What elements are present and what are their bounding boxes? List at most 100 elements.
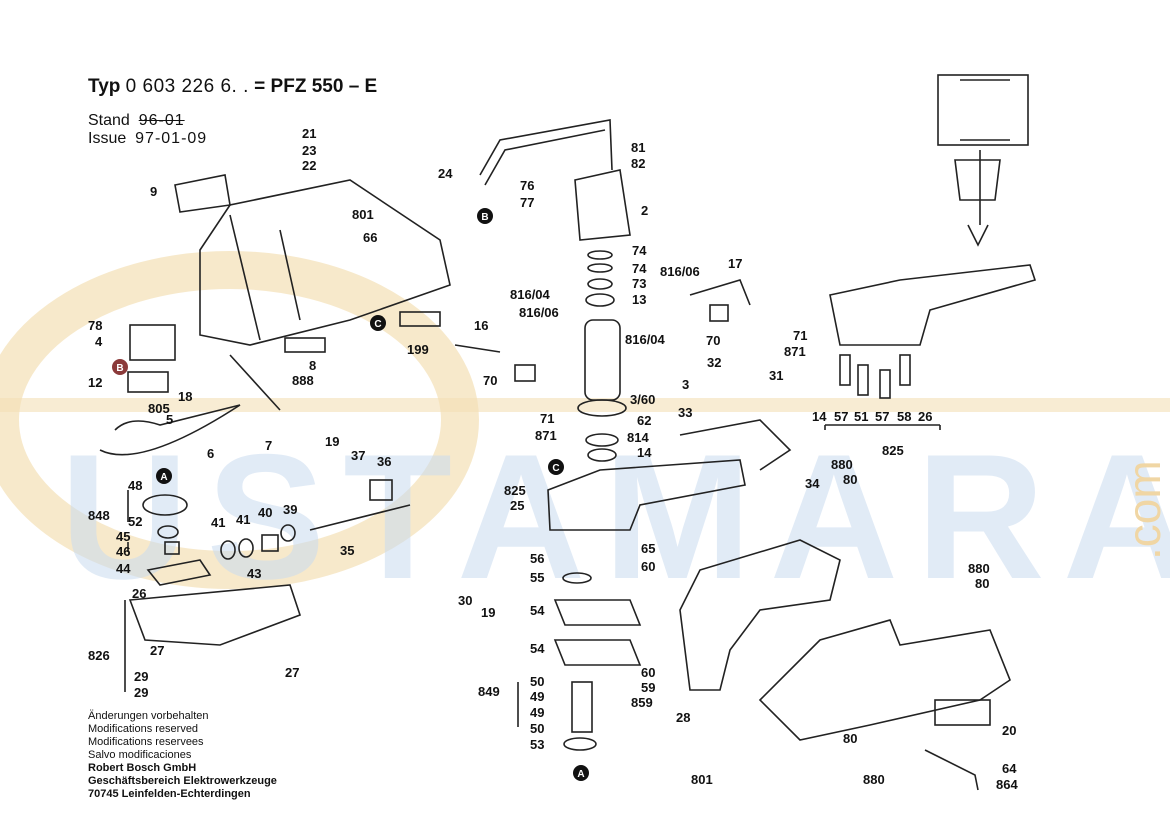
part-label: 73 (632, 276, 646, 291)
part-label: 20 (1002, 723, 1016, 738)
schematic-drill (967, 224, 989, 247)
part-label: 39 (283, 502, 297, 517)
part-label: 859 (631, 695, 653, 710)
model-name: PFZ 550 – E (270, 76, 378, 97)
part-label: 55 (530, 570, 544, 585)
part-label: 31 (769, 368, 783, 383)
part-label: 60 (641, 559, 655, 574)
part-label: 19 (481, 605, 495, 620)
ring-39 (280, 524, 296, 542)
part-label: 871 (784, 344, 806, 359)
part-label: 26 (918, 409, 932, 424)
ring-814 (585, 433, 619, 447)
part-label: 7 (265, 438, 272, 453)
part-label: 74 (632, 261, 647, 276)
housing-ribs (229, 214, 301, 341)
part-label: 32 (707, 355, 721, 370)
part-label: 74 (632, 243, 647, 258)
part-label: 9 (150, 184, 157, 199)
part-57a (839, 354, 851, 386)
marker-letter: B (481, 212, 488, 223)
handle-shell-20 (758, 619, 1011, 741)
part-label: 65 (641, 541, 655, 556)
part-label: 825 (882, 443, 904, 458)
schematic-switch (954, 159, 1001, 201)
guide-31 (679, 419, 792, 471)
part-label: 2 (641, 203, 648, 218)
housing-half-left (199, 179, 451, 346)
part-label: 57 (834, 409, 848, 424)
stator-2 (574, 169, 631, 241)
wire-17 (689, 279, 751, 306)
ring-74b (587, 263, 613, 273)
footer-change-3: Salvo modificaciones (88, 749, 192, 761)
part-label: 51 (854, 409, 868, 424)
part-label: 81 (631, 140, 645, 155)
issue-line: Issue 97-01-09 (88, 130, 207, 148)
gear-housing-825b (829, 264, 1037, 346)
sleeve-46 (164, 541, 180, 555)
part-label: 80 (975, 576, 989, 591)
washer-55 (562, 572, 592, 584)
part-label: 71 (540, 411, 554, 426)
stand-line: Stand 96-01 (88, 112, 185, 130)
part-label: 24 (438, 166, 453, 181)
wire-loop-76 (484, 129, 606, 186)
part-label: 888 (292, 373, 314, 388)
ring-74a (587, 250, 613, 260)
footer-change-2: Modifications reservees (88, 736, 204, 748)
label-plate (174, 174, 231, 213)
marker-circle (156, 468, 172, 484)
part-58 (899, 354, 911, 386)
plate-54a (553, 599, 642, 626)
part-label: 76 (520, 178, 534, 193)
footer-company-0: Robert Bosch GmbH (88, 762, 197, 774)
part-label: 13 (632, 292, 646, 307)
bush-41a (220, 540, 236, 560)
part-label: 59 (641, 680, 655, 695)
part-label: 41 (211, 515, 225, 530)
plate-199 (399, 311, 441, 327)
watermark-band (0, 398, 1170, 412)
part-label: 57 (875, 409, 889, 424)
part-label: 49 (530, 705, 544, 720)
part-label: 801 (691, 772, 713, 787)
marker-letter: A (577, 769, 584, 780)
marker-letter: A (160, 472, 167, 483)
part-label: 848 (88, 508, 110, 523)
part-label: 801 (352, 207, 374, 222)
shaft-35 (309, 504, 411, 531)
part-label: 37 (351, 448, 365, 463)
part-label: 21 (302, 126, 316, 141)
part-label: 70 (483, 373, 497, 388)
part-label: 78 (88, 318, 102, 333)
part-label: 880 (968, 561, 990, 576)
label-plate-20 (934, 699, 991, 726)
part-label: 849 (478, 684, 500, 699)
footer-change-0: Änderungen vorbehalten (88, 710, 209, 722)
part-label: 17 (728, 256, 742, 271)
part-label: 23 (302, 143, 316, 158)
typ-number: 0 603 226 6. . (125, 76, 249, 97)
part-label: 29 (134, 669, 148, 684)
part-label: 30 (458, 593, 472, 608)
diagram-title: Typ 0 603 226 6. . = PFZ 550 – E (88, 76, 377, 98)
part-label: 6 (207, 446, 214, 461)
part-label: 80 (843, 472, 857, 487)
part-label: 816/04 (510, 287, 551, 302)
part-label: 8 (309, 358, 316, 373)
marker-letter: C (552, 463, 559, 474)
part-label: 3 (682, 377, 689, 392)
part-label: 43 (247, 566, 261, 581)
part-label: 28 (676, 710, 690, 725)
bearing-14 (587, 448, 617, 462)
cable-link (229, 354, 281, 411)
part-label: 44 (116, 561, 131, 576)
typ-label: Typ (88, 76, 121, 97)
footer-company-2: 70745 Leinfelden-Echterdingen (88, 788, 251, 800)
part-label: 14 (637, 445, 652, 460)
part-label: 816/04 (625, 332, 666, 347)
part-label: 62 (637, 413, 651, 428)
brush-holder-70b (709, 304, 729, 322)
